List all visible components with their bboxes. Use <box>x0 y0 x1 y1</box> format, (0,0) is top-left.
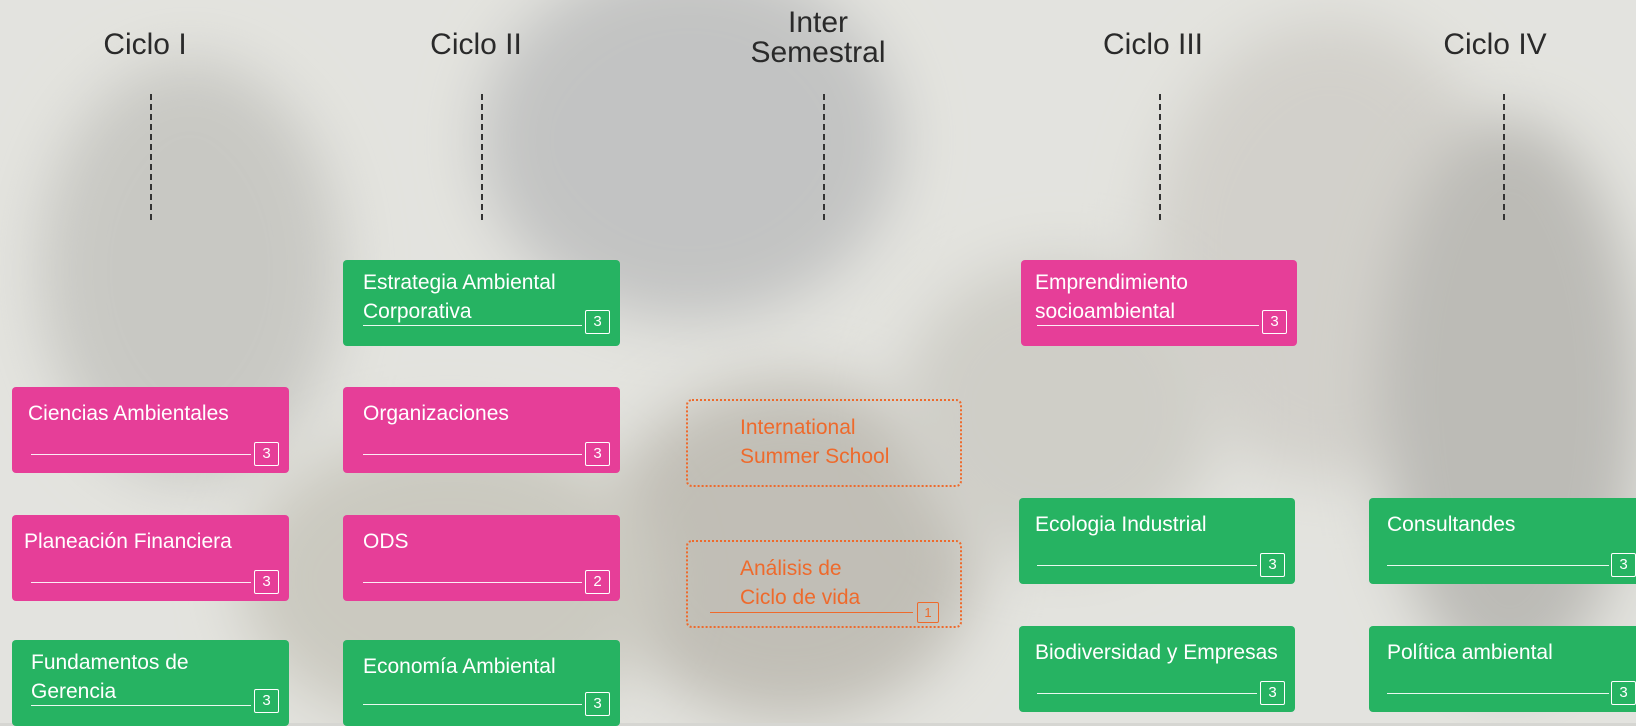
course-card-ciencias-ambientales[interactable]: Ciencias Ambientales 3 <box>12 387 289 473</box>
course-name: Emprendimiento socioambiental <box>1035 268 1289 326</box>
course-rule <box>710 612 913 613</box>
column-connector-ciclo-4 <box>1503 94 1505 220</box>
course-rule <box>363 325 582 326</box>
credits-badge: 3 <box>1260 553 1285 577</box>
course-card-economia-ambiental[interactable]: Economía Ambiental 3 <box>343 640 620 726</box>
course-card-organizaciones[interactable]: Organizaciones 3 <box>343 387 620 473</box>
credits-badge: 2 <box>585 570 610 594</box>
course-rule <box>31 705 251 706</box>
course-name: Economía Ambiental <box>363 655 556 678</box>
column-title-ciclo-2: Ciclo II <box>430 28 522 61</box>
course-name: ODS <box>363 530 409 553</box>
course-name-line1: Estrategia Ambiental <box>363 271 556 294</box>
credits-badge: 3 <box>254 442 279 466</box>
credits-badge: 3 <box>1260 681 1285 705</box>
course-rule <box>1037 565 1257 566</box>
course-name: Política ambiental <box>1387 641 1553 664</box>
course-rule <box>31 582 251 583</box>
course-card-ods[interactable]: ODS 2 <box>343 515 620 601</box>
course-name-line2: Gerencia <box>31 680 117 703</box>
column-connector-inter <box>823 94 825 220</box>
column-title-ciclo-3: Ciclo III <box>1102 28 1204 61</box>
course-card-fundamentos-de-gerencia[interactable]: Fundamentos de Gerencia 3 <box>12 640 289 726</box>
credits-badge: 3 <box>1262 310 1287 334</box>
course-name-line2: Ciclo de vida <box>740 586 861 609</box>
course-name-line2: Corporativa <box>363 300 472 323</box>
course-name-line2: Summer School <box>740 445 890 468</box>
course-card-biodiversidad-y-empresas[interactable]: Biodiversidad y Empresas 3 <box>1019 626 1295 712</box>
course-rule <box>1387 693 1609 694</box>
course-card-analisis-de-ciclo-de-vida[interactable]: Análisis de Ciclo de vida 1 <box>686 540 962 628</box>
course-card-estrategia-ambiental-corporativa[interactable]: Estrategia Ambiental Corporativa 3 <box>343 260 620 346</box>
course-name-line1: Análisis de <box>740 557 842 580</box>
course-name: Planeación Financiera <box>24 530 232 553</box>
credits-badge: 3 <box>585 310 610 334</box>
course-rule <box>363 704 582 705</box>
course-name: Ecologia Industrial <box>1035 513 1207 536</box>
column-connector-ciclo-2 <box>481 94 483 220</box>
course-name-line1: Fundamentos de <box>31 651 189 674</box>
course-card-consultandes[interactable]: Consultandes 3 <box>1369 498 1636 584</box>
course-rule <box>1037 325 1259 326</box>
course-name: Análisis de Ciclo de vida <box>740 554 860 612</box>
course-name: Organizaciones <box>363 402 509 425</box>
course-name: Consultandes <box>1387 513 1516 536</box>
course-rule <box>363 454 582 455</box>
column-title-inter-line1: Inter <box>787 6 849 39</box>
credits-badge: 3 <box>585 442 610 466</box>
course-card-international-summer-school[interactable]: International Summer School <box>686 399 962 487</box>
credits-badge: 3 <box>254 570 279 594</box>
column-connector-ciclo-3 <box>1159 94 1161 220</box>
course-card-ecologia-industrial[interactable]: Ecologia Industrial 3 <box>1019 498 1295 584</box>
course-rule <box>1037 693 1257 694</box>
course-name: Ciencias Ambientales <box>28 402 229 425</box>
course-name: Biodiversidad y Empresas <box>1035 641 1278 664</box>
course-name-line1: Emprendimiento <box>1035 271 1188 294</box>
column-title-inter-line2: Semestral <box>750 36 886 69</box>
column-title-inter-semestral: Inter Semestral <box>728 8 908 68</box>
column-connector-ciclo-1 <box>150 94 152 220</box>
course-rule <box>1387 565 1609 566</box>
course-name: Estrategia Ambiental Corporativa <box>363 268 612 326</box>
course-rule <box>31 454 251 455</box>
course-card-politica-ambiental[interactable]: Política ambiental 3 <box>1369 626 1636 712</box>
credits-badge: 3 <box>254 689 279 713</box>
course-card-planeacion-financiera[interactable]: Planeación Financiera 3 <box>12 515 289 601</box>
column-title-ciclo-4: Ciclo IV <box>1443 28 1547 61</box>
course-name: Fundamentos de Gerencia <box>31 648 281 706</box>
course-name-line1: International <box>740 416 856 439</box>
column-title-ciclo-1: Ciclo I <box>103 28 187 61</box>
credits-badge: 1 <box>917 602 939 623</box>
credits-badge: 3 <box>1611 553 1636 577</box>
course-name: International Summer School <box>740 413 889 471</box>
course-card-emprendimiento-socioambiental[interactable]: Emprendimiento socioambiental 3 <box>1021 260 1297 346</box>
course-rule <box>363 582 582 583</box>
credits-badge: 3 <box>1611 681 1636 705</box>
credits-badge: 3 <box>585 692 610 716</box>
course-name-line2: socioambiental <box>1035 300 1176 323</box>
